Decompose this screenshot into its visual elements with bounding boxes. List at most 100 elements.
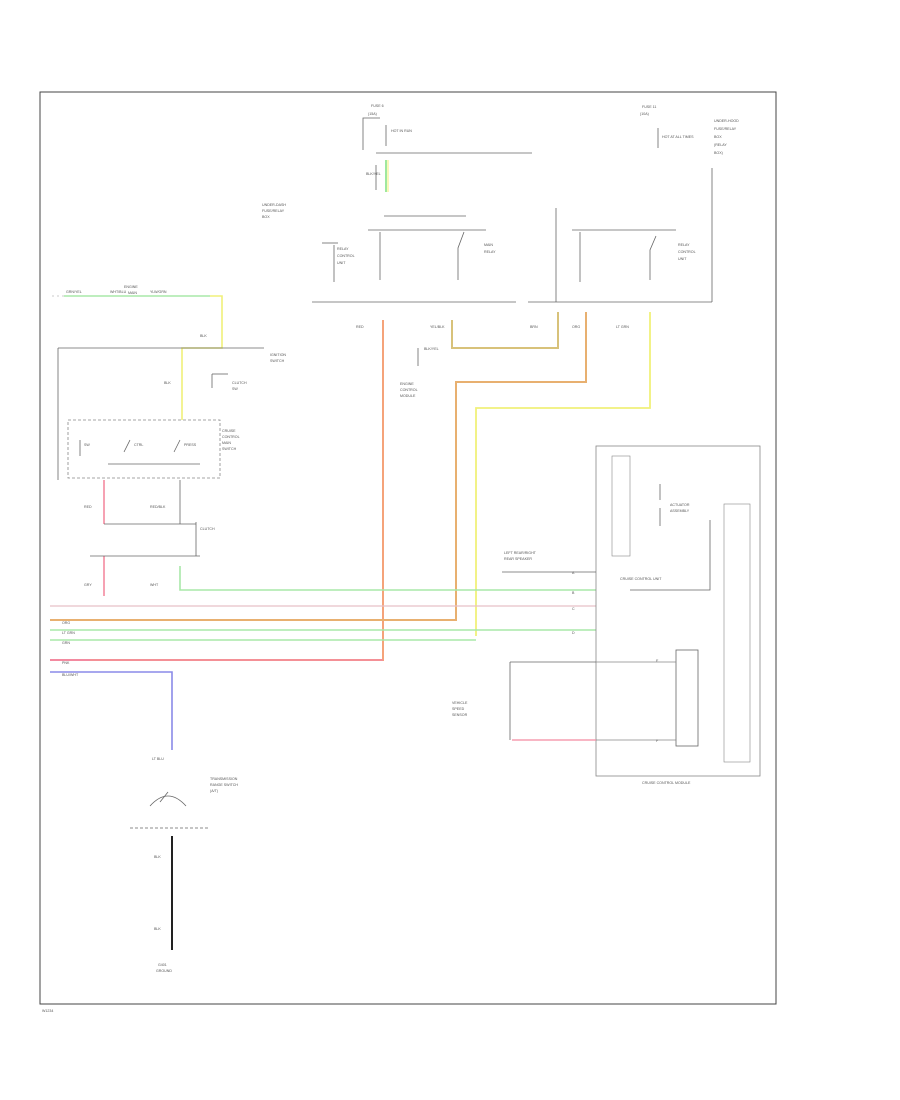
engine-label-2: CONTROL bbox=[400, 388, 418, 392]
under-dash-label-2: FUSE/RELAY bbox=[262, 209, 285, 213]
switch-label-2: CTRL bbox=[134, 443, 143, 447]
speed-label-1: VEHICLE bbox=[452, 701, 468, 705]
fuse-top-label: FUSE 6 bbox=[371, 104, 384, 108]
fuse-right bbox=[650, 128, 713, 303]
wire-ylw-grn-label: YLW/GRN bbox=[150, 290, 167, 294]
trans-label-3: (A/T) bbox=[210, 789, 218, 793]
switch-group-box bbox=[67, 419, 221, 479]
trans-switch bbox=[130, 791, 208, 829]
fuse-right-side-4: (RELAY bbox=[714, 143, 727, 147]
footer-id: W1234 bbox=[42, 1009, 53, 1013]
wire-label-org-2: ORG bbox=[62, 621, 70, 625]
wire-label-lt-grn-2: LT GRN bbox=[62, 631, 75, 635]
fuse-top bbox=[362, 117, 532, 190]
under-dash-label-1: UNDER-DASH bbox=[262, 203, 286, 207]
switch-group-label-1: CRUISE bbox=[222, 429, 236, 433]
switch-group-label-4: SWITCH bbox=[222, 447, 237, 451]
wire-label-org: ORG bbox=[572, 325, 580, 329]
cruise-unit-internals bbox=[630, 484, 711, 747]
pin-b: B bbox=[572, 591, 575, 595]
fuse-top-sub: (15A) bbox=[368, 112, 377, 116]
fuse-right-side-1: UNDER-HOOD bbox=[714, 119, 739, 123]
cruise-unit-pins bbox=[502, 571, 596, 740]
switch-label-3: PRESS bbox=[184, 443, 197, 447]
fuse-right-side-2: FUSE/RELAY bbox=[714, 127, 737, 131]
mid-left-wiring bbox=[90, 480, 200, 557]
actuator-label-2: ASSEMBLY bbox=[670, 509, 690, 513]
fuse-right-side-3: BOX bbox=[714, 135, 722, 139]
fuse-right-note: HOT AT ALL TIMES bbox=[662, 135, 694, 139]
relay-right-label-2: CONTROL bbox=[678, 250, 696, 254]
pin-d: D bbox=[572, 631, 575, 635]
wire-label-wht: WHT bbox=[150, 583, 159, 587]
wire-label-brn: BRN bbox=[530, 325, 538, 329]
wire-orange bbox=[50, 312, 587, 621]
pin-a: A bbox=[572, 571, 575, 575]
pin-f: F bbox=[656, 739, 659, 743]
wire-label-grn: GRN bbox=[62, 641, 70, 645]
left-rear-label-2: REAR SPEAKER bbox=[504, 557, 532, 561]
switch-contacts bbox=[79, 439, 200, 465]
cruise-unit-label: CRUISE CONTROL UNIT bbox=[620, 577, 662, 581]
pin-e: E bbox=[656, 659, 659, 663]
wire-label-pnk: PNK bbox=[62, 661, 70, 665]
fuse-right-label: FUSE 11 bbox=[642, 105, 656, 109]
cruise-unit-box bbox=[595, 445, 761, 777]
wire-lt-yel bbox=[475, 312, 651, 636]
engine-label-3: MODULE bbox=[400, 394, 416, 398]
actuator-label-1: ACTUATOR bbox=[670, 503, 690, 507]
wire-label-lt-grn: LT GRN bbox=[616, 325, 629, 329]
wire-label-blu-wht: BLU/WHT bbox=[62, 673, 79, 677]
under-dash-label-3: BOX bbox=[262, 215, 270, 219]
fuse-top-note: HOT IN RUN bbox=[391, 129, 412, 133]
wire-label-lt-blu: LT BLU bbox=[152, 757, 164, 761]
speed-label-2: SPEED bbox=[452, 707, 465, 711]
engine-label-1: ENGINE bbox=[400, 382, 414, 386]
wire-red-orange bbox=[50, 320, 384, 661]
relay-mid-label-2: CONTROL bbox=[337, 254, 355, 258]
wire-label-blk-g1: BLK bbox=[154, 855, 161, 859]
wire-label-gry: GRY bbox=[84, 583, 92, 587]
cruise-unit-inner-right bbox=[723, 503, 751, 763]
wire-label-red-blk: RED/BLK bbox=[150, 505, 166, 509]
wire-blk-yel-label: BLK/YEL bbox=[366, 172, 381, 176]
wire-wht-blu-label: WHT/BLU bbox=[110, 290, 127, 294]
diagram-frame bbox=[39, 91, 777, 1005]
clutch-label-b: CLUTCH bbox=[200, 527, 215, 531]
cruise-unit-inner-left bbox=[611, 455, 631, 557]
relay-box-right bbox=[528, 208, 676, 303]
wire-label-blk-g2: BLK bbox=[154, 927, 161, 931]
relay-mid-right-label-1: MAIN bbox=[484, 243, 493, 247]
wire-yel-brn bbox=[451, 312, 559, 349]
pin-c: C bbox=[572, 607, 575, 611]
wire-bus-blue bbox=[50, 671, 173, 750]
wire-grn-yel-label: GRN/YEL bbox=[66, 290, 82, 294]
wire-blk-label-1: BLK bbox=[200, 334, 207, 338]
clutch-label-2: SW bbox=[232, 387, 238, 391]
ground-label-2: GROUND bbox=[156, 969, 172, 973]
relay-mid-right-label-2: RELAY bbox=[484, 250, 496, 254]
wire-green-switch bbox=[179, 566, 596, 591]
relay-right-label-1: RELAY bbox=[678, 243, 690, 247]
switch-group-label-2: CONTROL bbox=[222, 435, 240, 439]
relay-box-middle bbox=[312, 215, 516, 303]
clutch-label-1: CLUTCH bbox=[232, 381, 247, 385]
box-label: CRUISE CONTROL MODULE bbox=[642, 781, 691, 785]
ground-label-1: G401 bbox=[158, 963, 167, 967]
wire-yel-left bbox=[181, 295, 223, 420]
wire-blk-label-2: BLK bbox=[164, 381, 171, 385]
left-rear-label-1: LEFT REAR/RIGHT bbox=[504, 551, 537, 555]
wire-label-yel-blk: YEL/BLK bbox=[430, 325, 445, 329]
switch-label-1: SW bbox=[84, 443, 90, 447]
switch-group-label-3: MAIN bbox=[222, 441, 231, 445]
ignition-label-2: SWITCH bbox=[270, 359, 285, 363]
trans-label-1: TRANSMISSION bbox=[210, 777, 238, 781]
speed-label-3: SENSOR bbox=[452, 713, 468, 717]
relay-mid-label-1: RELAY bbox=[337, 247, 349, 251]
top-left-label-1: ENGINE bbox=[124, 285, 138, 289]
wire-label-blk-yel-2: BLK/YEL bbox=[424, 347, 439, 351]
ignition-label-1: IGNITION bbox=[270, 353, 286, 357]
fuse-right-sub: (10A) bbox=[640, 112, 649, 116]
relay-mid-label-3: UNIT bbox=[337, 261, 346, 265]
